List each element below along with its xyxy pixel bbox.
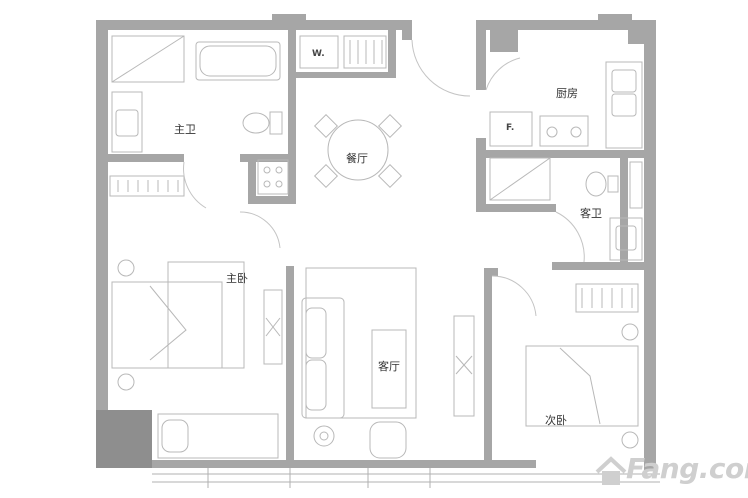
guest-toilet <box>585 171 607 197</box>
label-kitchen: 厨房 <box>556 87 578 100</box>
top-cabinet <box>343 35 387 69</box>
armchair <box>369 421 407 459</box>
left-outer-wall <box>96 20 108 468</box>
top-wall-notch-right <box>598 14 632 22</box>
top-wall-right <box>476 20 652 30</box>
bedroom-divider <box>286 266 294 468</box>
washer <box>299 35 339 69</box>
top-wall-notch <box>272 14 306 22</box>
label-guest-bath: 客卫 <box>580 207 602 220</box>
master-shower <box>111 35 185 83</box>
stove <box>539 115 589 147</box>
walls <box>96 14 656 470</box>
right-small-pillar <box>490 30 518 52</box>
small-cabinet <box>257 159 289 195</box>
wall-stub-top-mid <box>402 20 412 40</box>
kitchen-left-wall <box>476 20 486 90</box>
house-logo-icon <box>595 456 627 485</box>
guest-bath-bottom <box>486 204 556 212</box>
bottom-windows <box>152 468 660 488</box>
master-toilet-tank <box>269 111 283 135</box>
label-fridge: F. <box>506 123 515 133</box>
kitchen-left-wall-lower <box>476 138 486 212</box>
closet-wall-right <box>388 30 396 78</box>
master-bath-stub <box>240 154 296 162</box>
right-bottom-wall <box>484 460 528 468</box>
guest-cabinet <box>629 161 643 209</box>
master-desk <box>157 413 279 459</box>
second-wardrobe <box>575 283 639 313</box>
master-sink-counter <box>111 91 143 153</box>
watermark-text: Fang.com <box>626 452 748 485</box>
fridge <box>489 111 533 147</box>
kitchen-bottom-wall <box>486 150 644 158</box>
second-lamp-bottom <box>621 431 639 449</box>
door-swings <box>183 39 585 317</box>
label-master-bedroom: 主卧 <box>226 272 248 285</box>
master-bath-bottom <box>108 154 184 162</box>
second-bedroom-top-stub <box>484 268 498 276</box>
coffee-table <box>371 329 407 409</box>
label-dining: 餐厅 <box>346 152 368 165</box>
bathtub <box>195 41 281 81</box>
closet-wall <box>288 30 296 204</box>
guest-shower <box>489 157 551 201</box>
living-lamp <box>313 425 335 447</box>
guest-bath-bottom-right <box>552 262 644 270</box>
master-lamp-bottom <box>117 373 135 391</box>
second-bed <box>525 345 639 427</box>
dining-table <box>327 119 389 181</box>
right-top-corner <box>628 30 644 44</box>
fang-watermark: Fang.com <box>590 448 748 494</box>
bottom-wall <box>96 460 536 468</box>
label-second-bedroom: 次卧 <box>545 414 567 427</box>
label-washer: W. <box>312 49 325 59</box>
closet-bottom <box>296 72 396 78</box>
top-wall-left <box>96 20 412 30</box>
guest-sink <box>609 217 643 261</box>
master-wardrobe <box>109 175 185 197</box>
living-sofa <box>301 297 345 419</box>
second-lamp-top <box>621 323 639 341</box>
second-bedroom-left <box>484 268 492 468</box>
right-outer-wall <box>644 20 656 470</box>
label-living-room: 客厅 <box>378 360 400 373</box>
guest-bath-right <box>620 150 628 262</box>
master-bed <box>111 281 223 369</box>
furniture <box>109 35 643 459</box>
master-tv <box>263 289 283 365</box>
master-lamp-top <box>117 259 135 277</box>
cabinet-wall <box>248 154 256 204</box>
label-master-bath: 主卫 <box>174 123 196 136</box>
column-pillar <box>96 410 152 468</box>
kitchen-counter <box>605 61 643 149</box>
cabinet-bottom <box>248 196 296 204</box>
hanger-ticks <box>117 40 633 308</box>
second-tv <box>453 315 475 417</box>
master-toilet <box>242 112 270 134</box>
